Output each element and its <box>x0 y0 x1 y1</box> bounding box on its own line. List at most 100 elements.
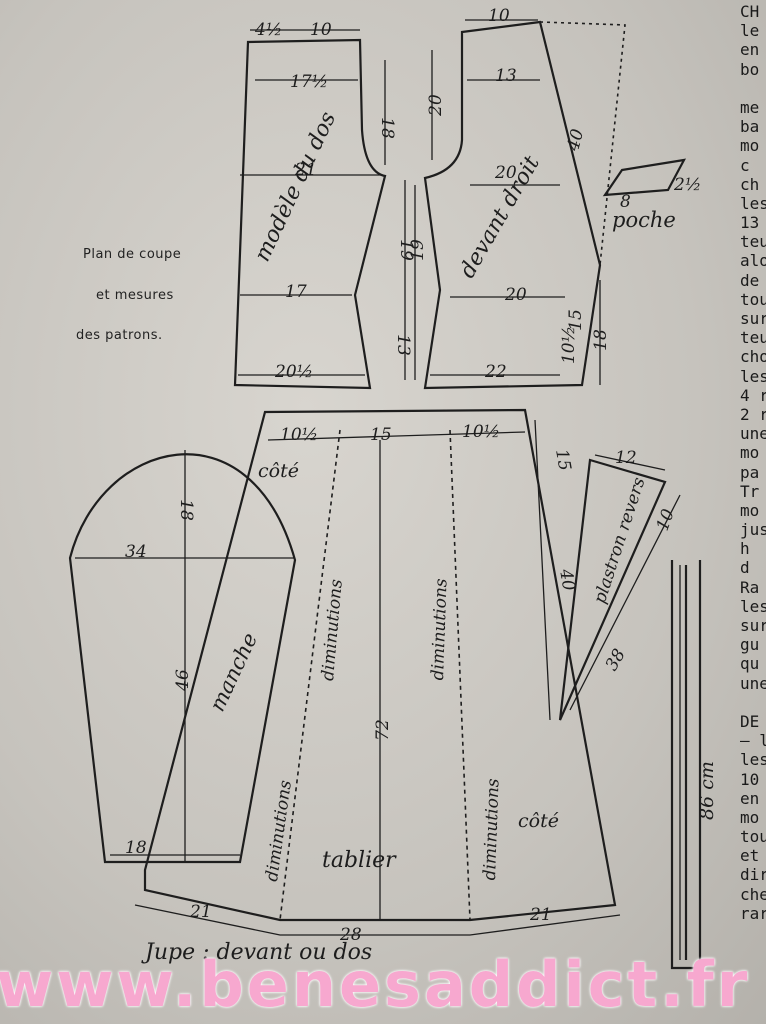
skirt-diminution-label: diminutions <box>428 578 452 681</box>
text-line: h <box>740 539 750 559</box>
measure: 21 <box>530 905 552 925</box>
front-bodice-outline <box>423 20 602 390</box>
text-line: ba <box>740 117 760 137</box>
skirt-dotted-lines <box>279 429 471 921</box>
band-outline <box>670 560 702 970</box>
skirt-side-label: côté <box>258 460 299 482</box>
measure: 15 <box>551 447 575 473</box>
measure: 15 <box>370 425 392 445</box>
watermark: www.benesaddict.fr <box>0 948 751 1021</box>
front-extension-dotted <box>539 21 626 266</box>
text-line: pa <box>740 462 760 482</box>
sleeve-outline <box>68 453 297 864</box>
caption-line-2: et mesures <box>96 288 174 303</box>
text-line: tou <box>740 289 766 309</box>
skirt-apron-label: tablier <box>322 848 396 873</box>
measure: 2½ <box>674 175 702 195</box>
measure: 10 <box>488 6 510 26</box>
skirt-side-label: côté <box>518 810 559 832</box>
pocket-label: poche <box>612 208 676 232</box>
measure: 10½ <box>462 422 501 442</box>
measure: 72 <box>372 719 393 741</box>
measure: 10 <box>310 20 332 40</box>
text-line: une <box>740 673 766 693</box>
text-line: et <box>740 846 760 866</box>
text-line: en <box>740 40 760 60</box>
text-line: teu <box>740 328 766 348</box>
text-line: jus <box>740 520 766 540</box>
text-line: bo <box>740 59 760 79</box>
text-line: c <box>740 155 750 175</box>
text-line: Ra <box>740 577 760 597</box>
measure: 13 <box>392 334 413 356</box>
text-line: rar <box>740 903 766 923</box>
text-line: che <box>740 884 766 904</box>
measure: 20½ <box>275 362 314 382</box>
measure: 34 <box>125 542 147 562</box>
measure: 20 <box>495 163 517 183</box>
text-line: mo <box>740 500 760 520</box>
measure: 10½ <box>280 425 319 445</box>
dimension-arrows <box>75 19 681 960</box>
text-line: teu <box>740 232 766 252</box>
text-line: en <box>740 788 760 808</box>
text-line: mo <box>740 443 760 463</box>
measure: 20 <box>425 94 446 116</box>
text-line: de <box>740 270 760 290</box>
text-line: 4 r <box>740 385 766 405</box>
text-line: les <box>740 596 766 616</box>
text-line: 13 <box>740 213 760 233</box>
text-line: dir <box>740 865 766 885</box>
text-line: DE <box>740 711 760 731</box>
text-line: les <box>740 750 766 770</box>
measure: 13 <box>495 66 517 86</box>
text-line: alo <box>740 251 766 271</box>
text-line: ch <box>740 174 760 194</box>
text-line: mo <box>740 136 760 156</box>
measure: 10½ <box>559 325 580 365</box>
band-measure: 86 cm <box>696 761 718 820</box>
measure: 4½ <box>255 20 283 40</box>
measure: 22 <box>485 362 507 382</box>
text-line: 10 <box>740 769 760 789</box>
measure: 17½ <box>290 72 329 92</box>
text-line: les <box>740 366 766 386</box>
text-line: cho <box>740 347 766 367</box>
measure: 18 <box>175 499 196 521</box>
text-line: gu <box>740 635 760 655</box>
text-line: mo <box>740 807 760 827</box>
measure: 8 <box>620 192 631 212</box>
caption-line-1: Plan de coupe <box>83 247 182 262</box>
measure: 40 <box>555 567 579 593</box>
text-line: sur <box>740 616 766 635</box>
text-line: les <box>740 193 766 213</box>
text-line: Tr <box>740 481 760 501</box>
skirt-diminution-label: diminutions <box>480 778 504 881</box>
measure: 12 <box>615 448 637 468</box>
skirt-title: Jupe : devant ou dos <box>145 940 373 965</box>
text-line: qu <box>740 654 760 674</box>
measure: 19 <box>407 239 428 261</box>
text-line: CH <box>740 2 760 21</box>
measure: 18 <box>376 117 397 139</box>
measure: 46 <box>172 669 193 691</box>
text-line: sur <box>740 309 766 328</box>
text-line: — l <box>740 731 766 751</box>
measure: 21 <box>190 902 212 922</box>
text-line: 2 r <box>740 404 766 424</box>
pocket-shape <box>602 158 687 197</box>
text-line <box>740 79 766 98</box>
text-line: une <box>740 424 766 444</box>
plastron-outline <box>558 458 667 721</box>
text-line: me <box>740 97 760 117</box>
text-line: d <box>740 558 750 578</box>
back-bodice-outline <box>233 38 387 390</box>
skirt-outline <box>143 408 617 922</box>
measure: 20 <box>505 285 527 305</box>
caption-line-3: des patrons. <box>76 328 163 343</box>
measure: 15 <box>565 309 586 331</box>
text-line: tou <box>740 827 766 847</box>
